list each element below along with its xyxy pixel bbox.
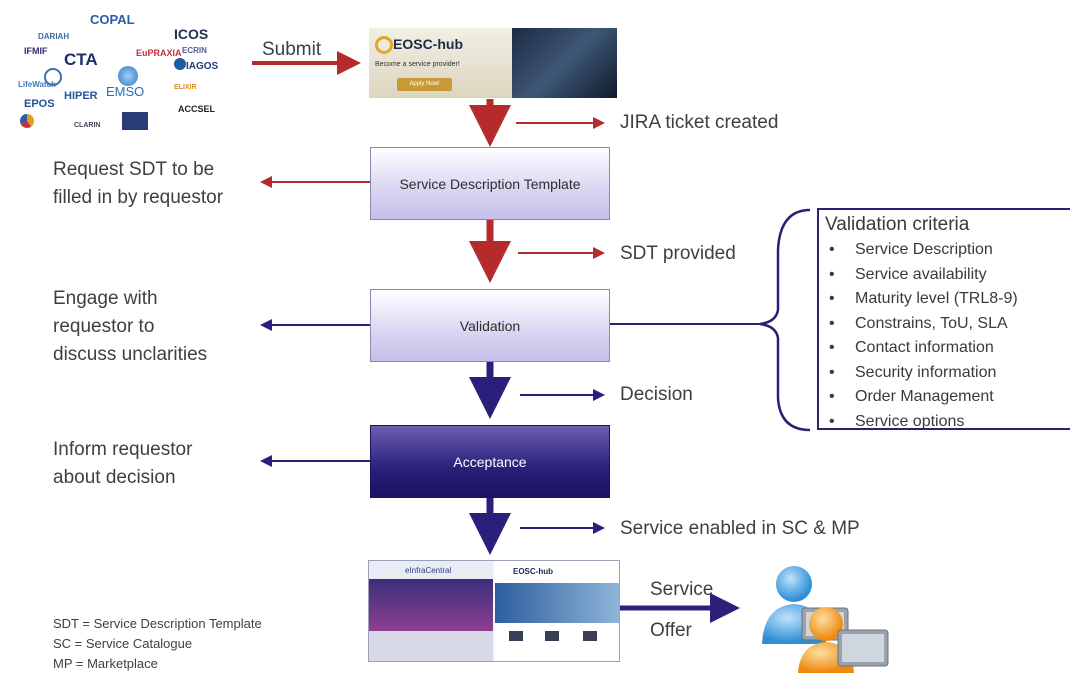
decision-label: Decision	[620, 384, 693, 405]
criteria-item: •Order Management	[829, 388, 994, 405]
validation-criteria-panel: Validation criteria •Service Description…	[817, 208, 1070, 430]
banner-apply-button: Apply Now!	[397, 78, 452, 91]
eosc-hub-panel-title: EOSC-hub	[513, 567, 553, 576]
service-enabled-label: Service enabled in SC & MP	[620, 518, 860, 539]
criteria-bracket	[759, 208, 811, 432]
banner-brand: EOSC-hub	[393, 36, 463, 52]
inform-label-line2: about decision	[53, 467, 176, 488]
legend-sdt: SDT = Service Description Template	[53, 616, 262, 631]
logo-emso: EMSO	[106, 84, 145, 99]
criteria-item: •Service availability	[829, 265, 987, 283]
abbreviations-legend: SDT = Service Description Template SC = …	[53, 614, 262, 674]
logo-copal: COPAL	[90, 12, 135, 27]
users-at-computers-icon	[762, 566, 889, 673]
logo-iagos: IAGOS	[186, 61, 219, 72]
logo-lifewatch: LifeWatch	[18, 80, 56, 89]
panel-tile-icon	[509, 631, 523, 641]
acceptance-box: Acceptance	[370, 425, 610, 498]
sdt-box: Service Description Template	[370, 147, 610, 220]
criteria-item: •Contact information	[829, 339, 994, 356]
logo-eupraxia: EuPRAXIA	[136, 48, 182, 58]
logo-circle-icon	[174, 58, 186, 70]
logo-accsel: ACCSEL	[178, 104, 216, 114]
logo-ecrin: ECRIN	[182, 46, 207, 55]
panel-tile-icon	[545, 631, 559, 641]
panel-tile-icon	[583, 631, 597, 641]
einfracentral-panel	[369, 561, 493, 661]
logo-icos: ICOS	[174, 26, 209, 42]
criteria-item: •Security information	[829, 363, 997, 381]
engage-label-line2: requestor to	[53, 316, 155, 337]
request-sdt-label-line1: Request SDT to be	[53, 159, 215, 180]
validation-criteria-list: •Service Description •Service availabili…	[825, 238, 1070, 434]
banner-tagline: Become a service provider!	[375, 61, 460, 68]
service-offer-label-line2: Offer	[650, 620, 692, 641]
logo-cta: CTA	[64, 50, 98, 69]
criteria-item: •Service Description	[829, 241, 993, 258]
sdt-provided-label: SDT provided	[620, 243, 736, 264]
eosc-hub-banner: EOSC-hub Become a service provider! Appl…	[369, 28, 617, 98]
criteria-item: •Service options	[829, 412, 965, 430]
logo-square-icon	[122, 112, 148, 130]
logo-elixir: ELIXIR	[174, 84, 197, 91]
logo-pie-icon	[20, 114, 34, 128]
partner-logos-collage: COPAL CTA EuPRAXIA IFMIF ICOS DARIAH ECR…	[14, 6, 228, 134]
logo-ifmif: IFMIF	[24, 46, 48, 56]
einfracentral-title: eInfraCentral	[405, 566, 452, 575]
eosc-logo-icon	[375, 36, 393, 54]
banner-image	[512, 28, 617, 98]
catalogue-screenshot: eInfraCentral EOSC-hub	[368, 560, 620, 662]
logo-clarin: CLARIN	[74, 122, 101, 129]
logo-globe-icon	[118, 66, 138, 86]
logo-dariah: DARIAH	[38, 32, 70, 41]
jira-label: JIRA ticket created	[620, 112, 779, 133]
eosc-hub-hero-image	[495, 583, 619, 623]
engage-label-line1: Engage with	[53, 288, 158, 309]
validation-criteria-title: Validation criteria	[825, 214, 970, 235]
logo-epos: EPOS	[24, 98, 55, 110]
logo-atom-icon	[44, 68, 62, 86]
engage-label-line3: discuss unclarities	[53, 344, 208, 365]
criteria-item: •Maturity level (TRL8-9)	[829, 290, 1018, 307]
logo-hiper: HIPER	[64, 90, 98, 102]
submit-label: Submit	[262, 39, 322, 60]
criteria-item: •Constrains, ToU, SLA	[829, 314, 1008, 332]
validation-box: Validation	[370, 289, 610, 362]
legend-sc: SC = Service Catalogue	[53, 636, 193, 651]
inform-label-line1: Inform requestor	[53, 439, 193, 460]
legend-mp: MP = Marketplace	[53, 656, 158, 671]
request-sdt-label-line2: filled in by requestor	[53, 187, 224, 208]
eosc-hub-panel	[495, 561, 619, 661]
service-offer-label-line1: Service	[650, 579, 714, 600]
